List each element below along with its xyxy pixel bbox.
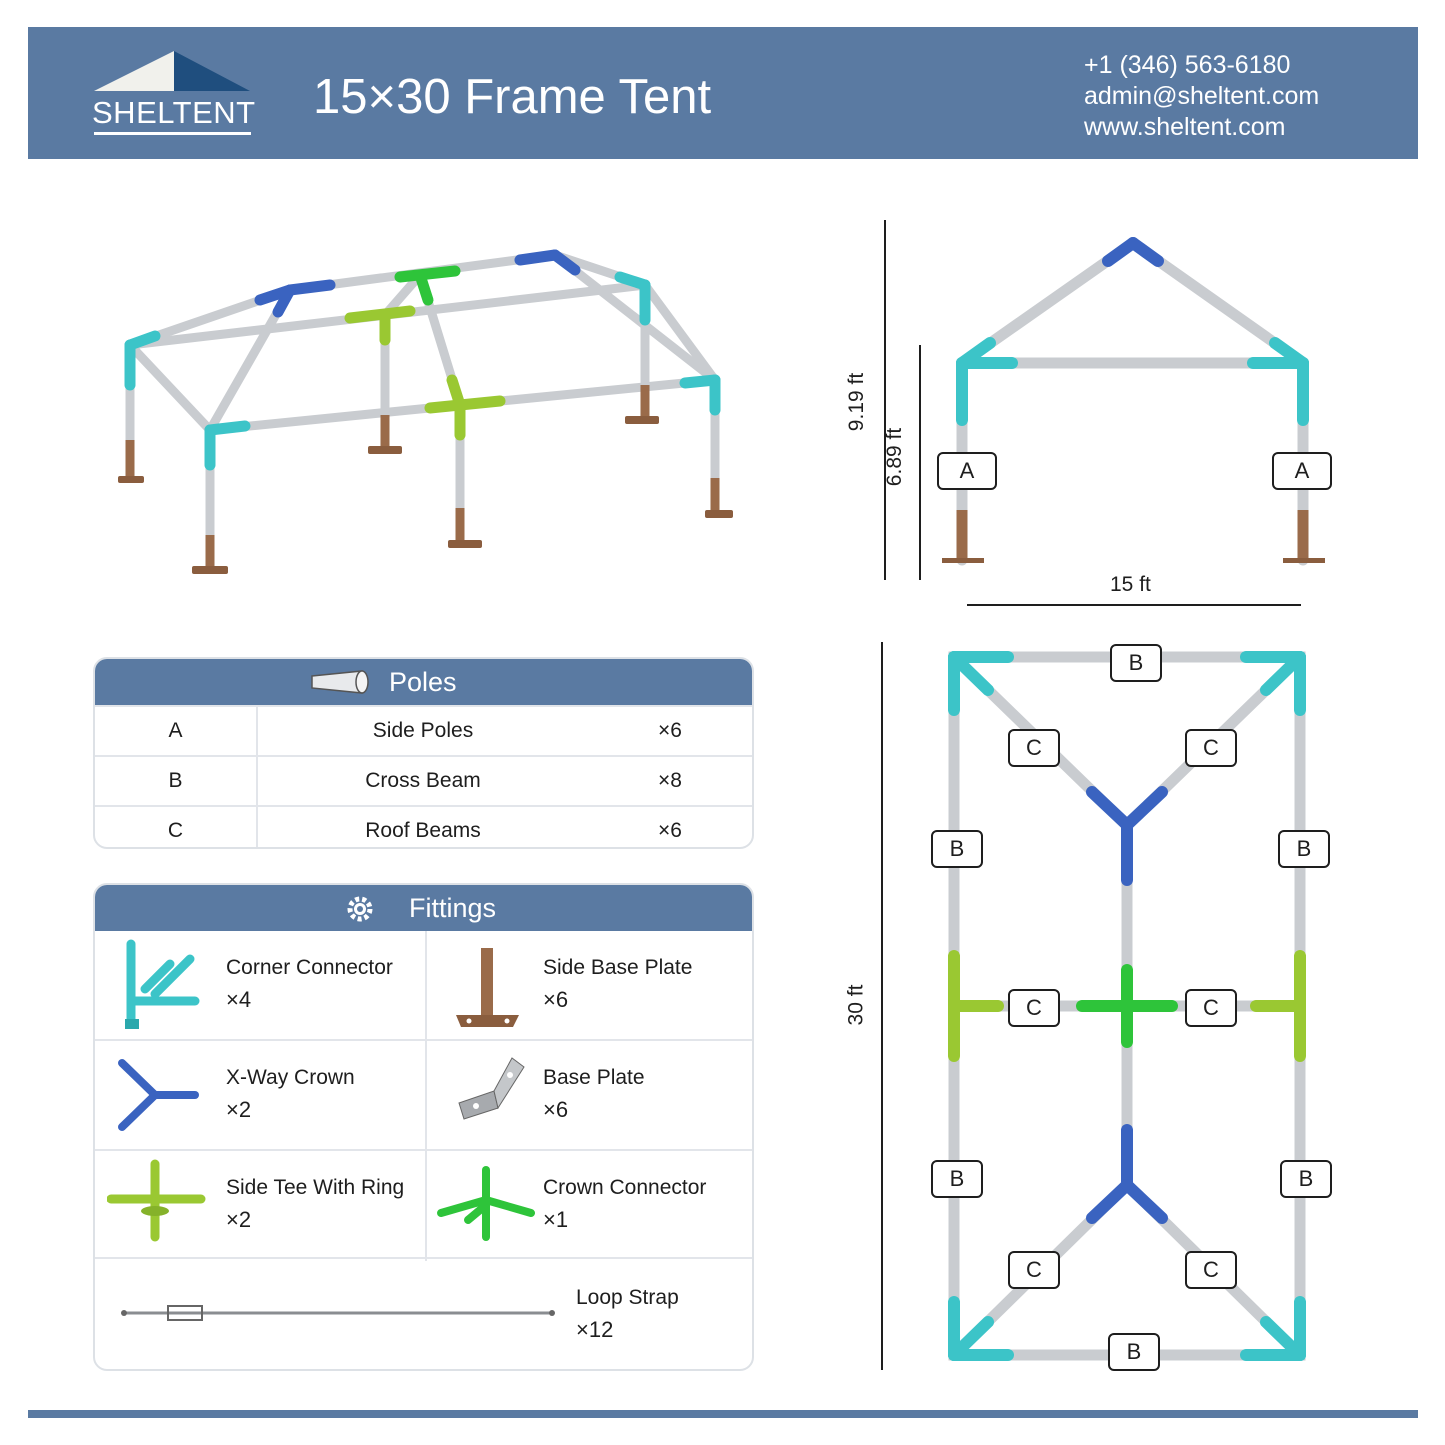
fittings-table: Fittings Corner Connector ×4 (93, 883, 754, 1371)
top-label-b-left-2: B (931, 1160, 983, 1198)
fitting-name: Crown Connector (543, 1176, 707, 1199)
side-base-plate-icon (456, 948, 519, 1027)
side-tee-icon (107, 1159, 206, 1242)
footer-bar (28, 1410, 1418, 1418)
fitting-item: Loop Strap ×12 (95, 1259, 752, 1367)
fitting-item: Side Base Plate ×6 (426, 931, 752, 1039)
top-label-c-4: C (1185, 989, 1237, 1027)
pole-code: A (95, 707, 258, 755)
fittings-grid: Corner Connector ×4 Side Base Plate ×6 X (95, 931, 752, 1369)
fitting-item: Side Tee With Ring ×2 (95, 1151, 425, 1259)
fitting-item: Base Plate ×6 (426, 1041, 752, 1149)
brand-underline (94, 132, 251, 135)
fitting-name: Corner Connector (226, 956, 393, 979)
fitting-qty: ×2 (226, 1207, 252, 1232)
fitting-name: X-Way Crown (226, 1066, 355, 1089)
table-row: C Roof Beams ×6 (95, 805, 752, 847)
front-pole-label-a-right: A (1272, 452, 1332, 490)
brand-name: SHELTENT (92, 95, 256, 130)
fitting-item: Corner Connector ×4 (95, 931, 425, 1039)
fitting-name: Base Plate (543, 1066, 645, 1089)
website-text: www.sheltent.com (1084, 113, 1286, 141)
pole-name: Cross Beam (365, 769, 481, 792)
contact-info: +1 (346) 563-6180 admin@sheltent.com www… (1084, 50, 1319, 143)
base-plate-icon (458, 1057, 525, 1120)
fitting-qty: ×12 (576, 1317, 614, 1342)
top-label-b-right-2: B (1280, 1160, 1332, 1198)
fittings-row-divider (95, 1039, 752, 1041)
top-view-diagram (881, 642, 1306, 1370)
gear-icon (347, 896, 373, 922)
fittings-row-divider (95, 1149, 752, 1151)
email-text: admin@sheltent.com (1084, 82, 1320, 110)
top-label-c-1: C (1008, 729, 1060, 767)
fitting-qty: ×2 (226, 1097, 252, 1122)
top-length-label: 30 ft (844, 984, 868, 1026)
header-bar: SHELTENT 15×30 Frame Tent +1 (346) 563-6… (28, 27, 1418, 159)
pole-qty: ×6 (658, 719, 682, 742)
poles-title: Poles (389, 667, 457, 697)
page-title: 15×30 Frame Tent (313, 70, 712, 124)
fittings-column-divider (425, 931, 427, 1261)
corner-connector-icon (125, 939, 200, 1029)
fitting-name: Side Tee With Ring (226, 1176, 405, 1199)
fitting-qty: ×4 (226, 987, 252, 1012)
top-label-b-left-1: B (931, 830, 983, 868)
poles-table: Poles A Side Poles ×6 B Cross Beam ×8 C … (93, 657, 754, 849)
fitting-qty: ×6 (543, 987, 569, 1012)
crown-connector-icon (437, 1166, 535, 1241)
pole-icon (311, 670, 369, 694)
fitting-item: X-Way Crown ×2 (95, 1041, 425, 1149)
phone-text: +1 (346) 563-6180 (1084, 51, 1291, 79)
brand-logo: SHELTENT (92, 49, 256, 139)
fitting-name: Loop Strap (576, 1286, 679, 1309)
table-row: A Side Poles ×6 (95, 705, 752, 755)
top-label-c-3: C (1008, 989, 1060, 1027)
top-label-c-6: C (1185, 1251, 1237, 1289)
pole-qty: ×8 (658, 769, 682, 792)
front-height-side-label: 6.89 ft (883, 427, 907, 487)
top-label-c-2: C (1185, 729, 1237, 767)
top-label-b-right-1: B (1278, 830, 1330, 868)
front-view-diagram (884, 220, 1325, 606)
front-height-total-label: 9.19 ft (845, 372, 869, 432)
fittings-title: Fittings (409, 893, 497, 923)
top-label-b-bottom: B (1108, 1333, 1160, 1371)
fittings-row-divider (95, 1257, 752, 1259)
fitting-qty: ×6 (543, 1097, 569, 1122)
isometric-frame-illustration (118, 249, 733, 574)
loop-strap-icon (121, 1305, 555, 1321)
front-pole-label-a-left: A (937, 452, 997, 490)
fitting-qty: ×1 (543, 1207, 569, 1232)
fittings-header: Fittings (95, 885, 752, 931)
pole-name: Roof Beams (365, 819, 481, 842)
tent-logo-icon (94, 51, 250, 91)
table-row: B Cross Beam ×8 (95, 755, 752, 805)
pole-qty: ×6 (658, 819, 682, 842)
x-way-crown-icon (118, 1059, 199, 1131)
front-width-label: 15 ft (1110, 573, 1151, 596)
pole-code: B (95, 757, 258, 805)
top-label-c-5: C (1008, 1251, 1060, 1289)
pole-name: Side Poles (372, 719, 474, 742)
top-label-b-top: B (1110, 644, 1162, 682)
pole-code: C (95, 807, 258, 847)
poles-header: Poles (95, 659, 752, 705)
fitting-item: Crown Connector ×1 (426, 1151, 752, 1259)
fitting-name: Side Base Plate (543, 956, 693, 979)
